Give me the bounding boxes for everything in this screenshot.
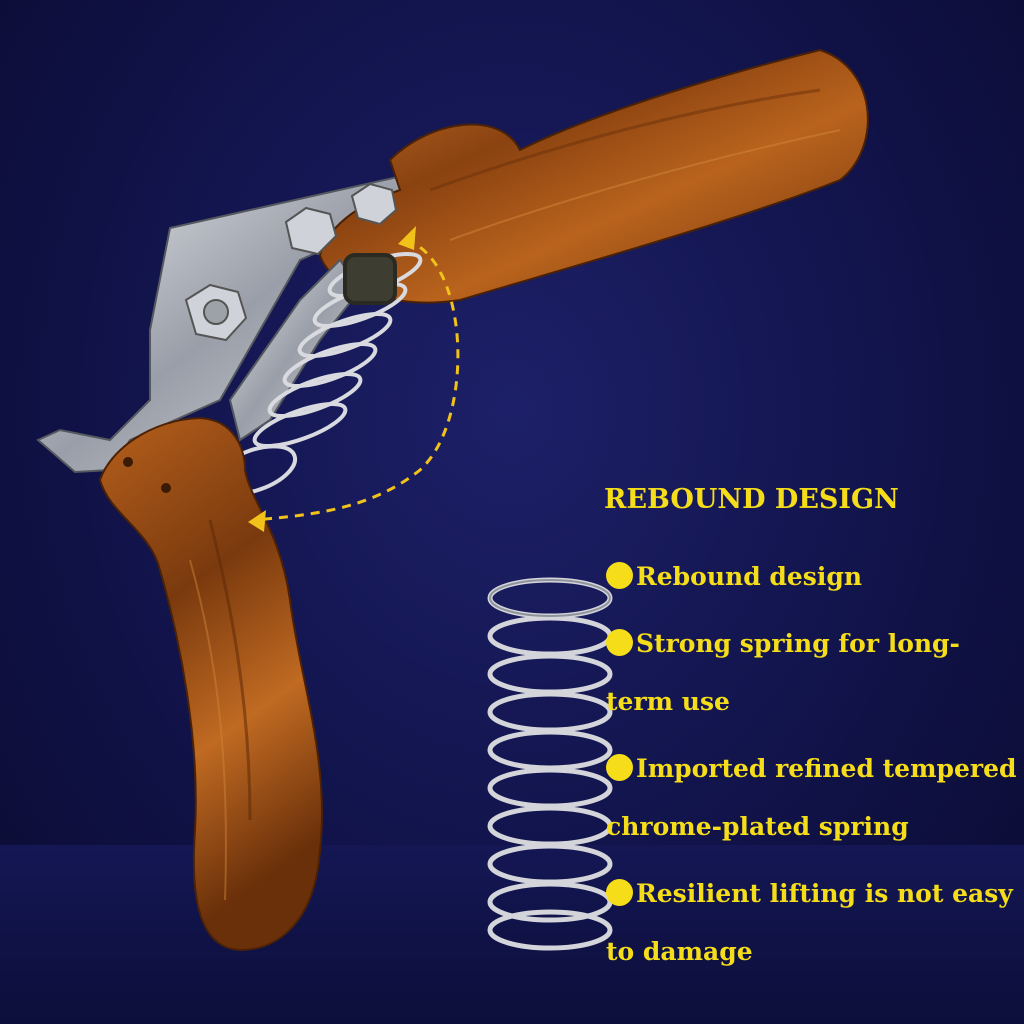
feature-item: Strong spring for long-term use bbox=[606, 615, 1018, 731]
rebound-arrow bbox=[248, 226, 460, 532]
feature-list: Rebound design Strong spring for long-te… bbox=[606, 548, 1018, 990]
feature-item: Resilient lifting is not easy to damage bbox=[606, 865, 1018, 981]
lower-handle bbox=[98, 416, 323, 952]
feature-text: Strong spring for long-term use bbox=[606, 629, 960, 716]
bullet-icon bbox=[606, 562, 633, 589]
feature-item: Imported refined tempered chrome-plated … bbox=[606, 740, 1018, 856]
bullet-icon bbox=[606, 879, 633, 906]
backdrop-floor bbox=[0, 845, 1024, 1024]
feature-item: Rebound design bbox=[606, 548, 1018, 606]
feature-text: Imported refined tempered chrome-plated … bbox=[606, 754, 1017, 841]
feature-heading: REBOUND DESIGN bbox=[604, 484, 899, 515]
pivot-bolt bbox=[184, 182, 398, 342]
bullet-icon bbox=[606, 629, 633, 656]
shears-spring bbox=[212, 251, 423, 496]
compression-spring bbox=[487, 577, 613, 951]
feature-text: Rebound design bbox=[636, 562, 862, 591]
upper-handle bbox=[318, 48, 869, 304]
bullet-icon bbox=[606, 754, 633, 781]
feature-text: Resilient lifting is not easy to damage bbox=[606, 879, 1013, 966]
